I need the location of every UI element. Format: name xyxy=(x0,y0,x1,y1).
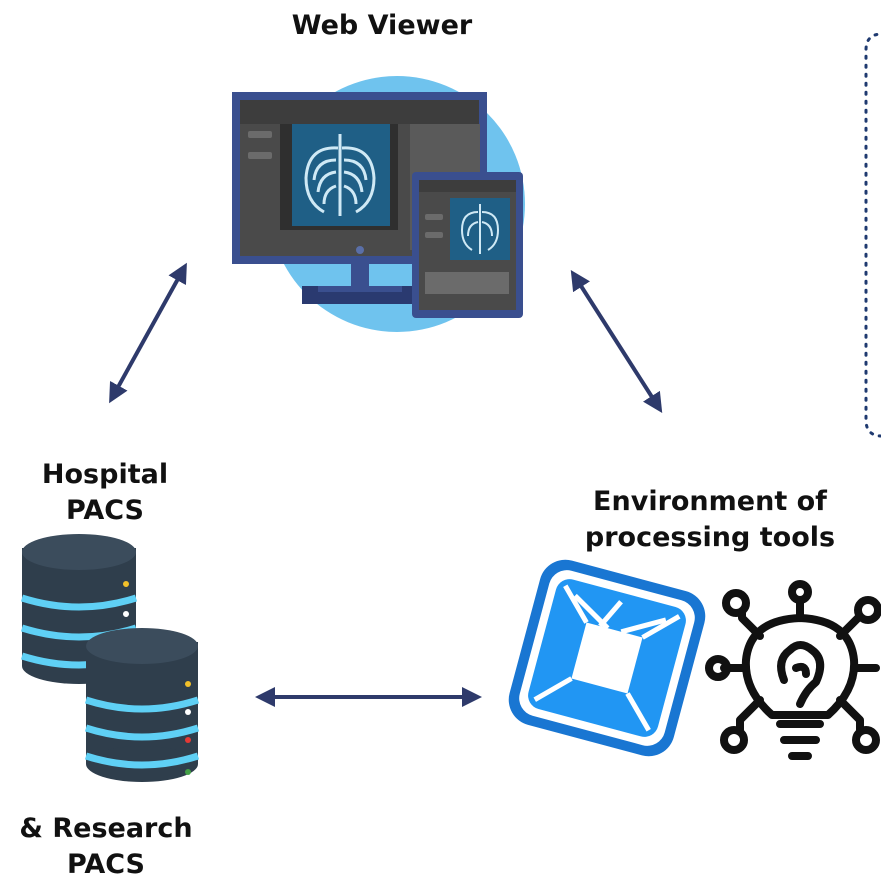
research-pacs-label-line2: PACS xyxy=(67,849,145,880)
dashed-panel xyxy=(864,32,881,438)
environment-label: Environment of processing tools xyxy=(560,484,860,556)
environment-label-line1: Environment of xyxy=(593,486,827,517)
environment-label-line2: processing tools xyxy=(584,522,836,553)
research-pacs-label: & Research PACS xyxy=(0,811,212,883)
hospital-pacs-label: Hospital PACS xyxy=(0,457,210,529)
research-pacs-label-line1: & Research xyxy=(19,813,193,844)
processing-logo-icon xyxy=(508,559,706,757)
arrow-viewer-hospital xyxy=(109,262,187,404)
web-viewer-title: Web Viewer xyxy=(291,10,473,41)
ai-lightbulb-icon xyxy=(705,580,881,760)
web-viewer-illustration xyxy=(232,76,525,332)
hospital-pacs-label-line2: PACS xyxy=(66,495,144,526)
arrow-viewer-environment xyxy=(570,269,663,414)
tablet-icon xyxy=(412,172,523,318)
research-database-icon xyxy=(84,628,200,782)
hospital-pacs-label-line1: Hospital xyxy=(41,459,169,490)
